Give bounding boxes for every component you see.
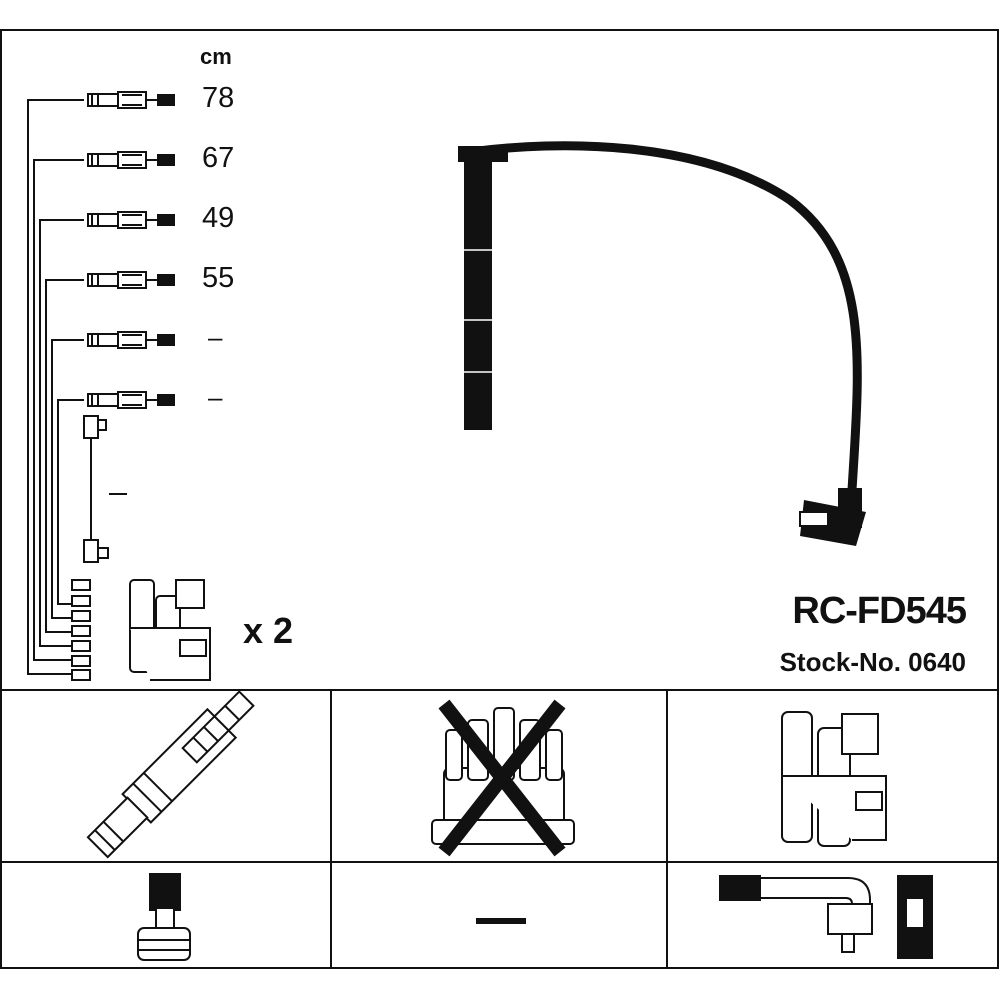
- lead-length-3: 49: [202, 202, 235, 234]
- plug-terminal-icon: [137, 873, 191, 961]
- not-applicable-dash: [476, 918, 526, 924]
- lead-length-6: –: [208, 382, 223, 412]
- coil-quantity: x 2: [243, 610, 294, 651]
- ignition-lead-illustration: [458, 141, 866, 546]
- spark-plug-icon: [86, 690, 255, 859]
- distributor-cap-crossed-icon: [431, 699, 575, 857]
- unit-label: cm: [200, 44, 232, 69]
- lead-length-1: 78: [202, 82, 235, 114]
- part-number: RC-FD545: [792, 590, 967, 632]
- coil-pack-icon: [129, 579, 211, 681]
- stock-number: Stock-No. 0640: [779, 647, 966, 677]
- lead-connector-icon: [87, 91, 175, 109]
- coil-connector-icon: [719, 875, 933, 959]
- lead-set-schematic: [27, 91, 175, 681]
- ignition-coil-icon: [781, 711, 887, 847]
- lead-length-4: 55: [202, 262, 235, 294]
- lead-length-5: –: [208, 322, 223, 352]
- lead-length-2: 67: [202, 142, 235, 174]
